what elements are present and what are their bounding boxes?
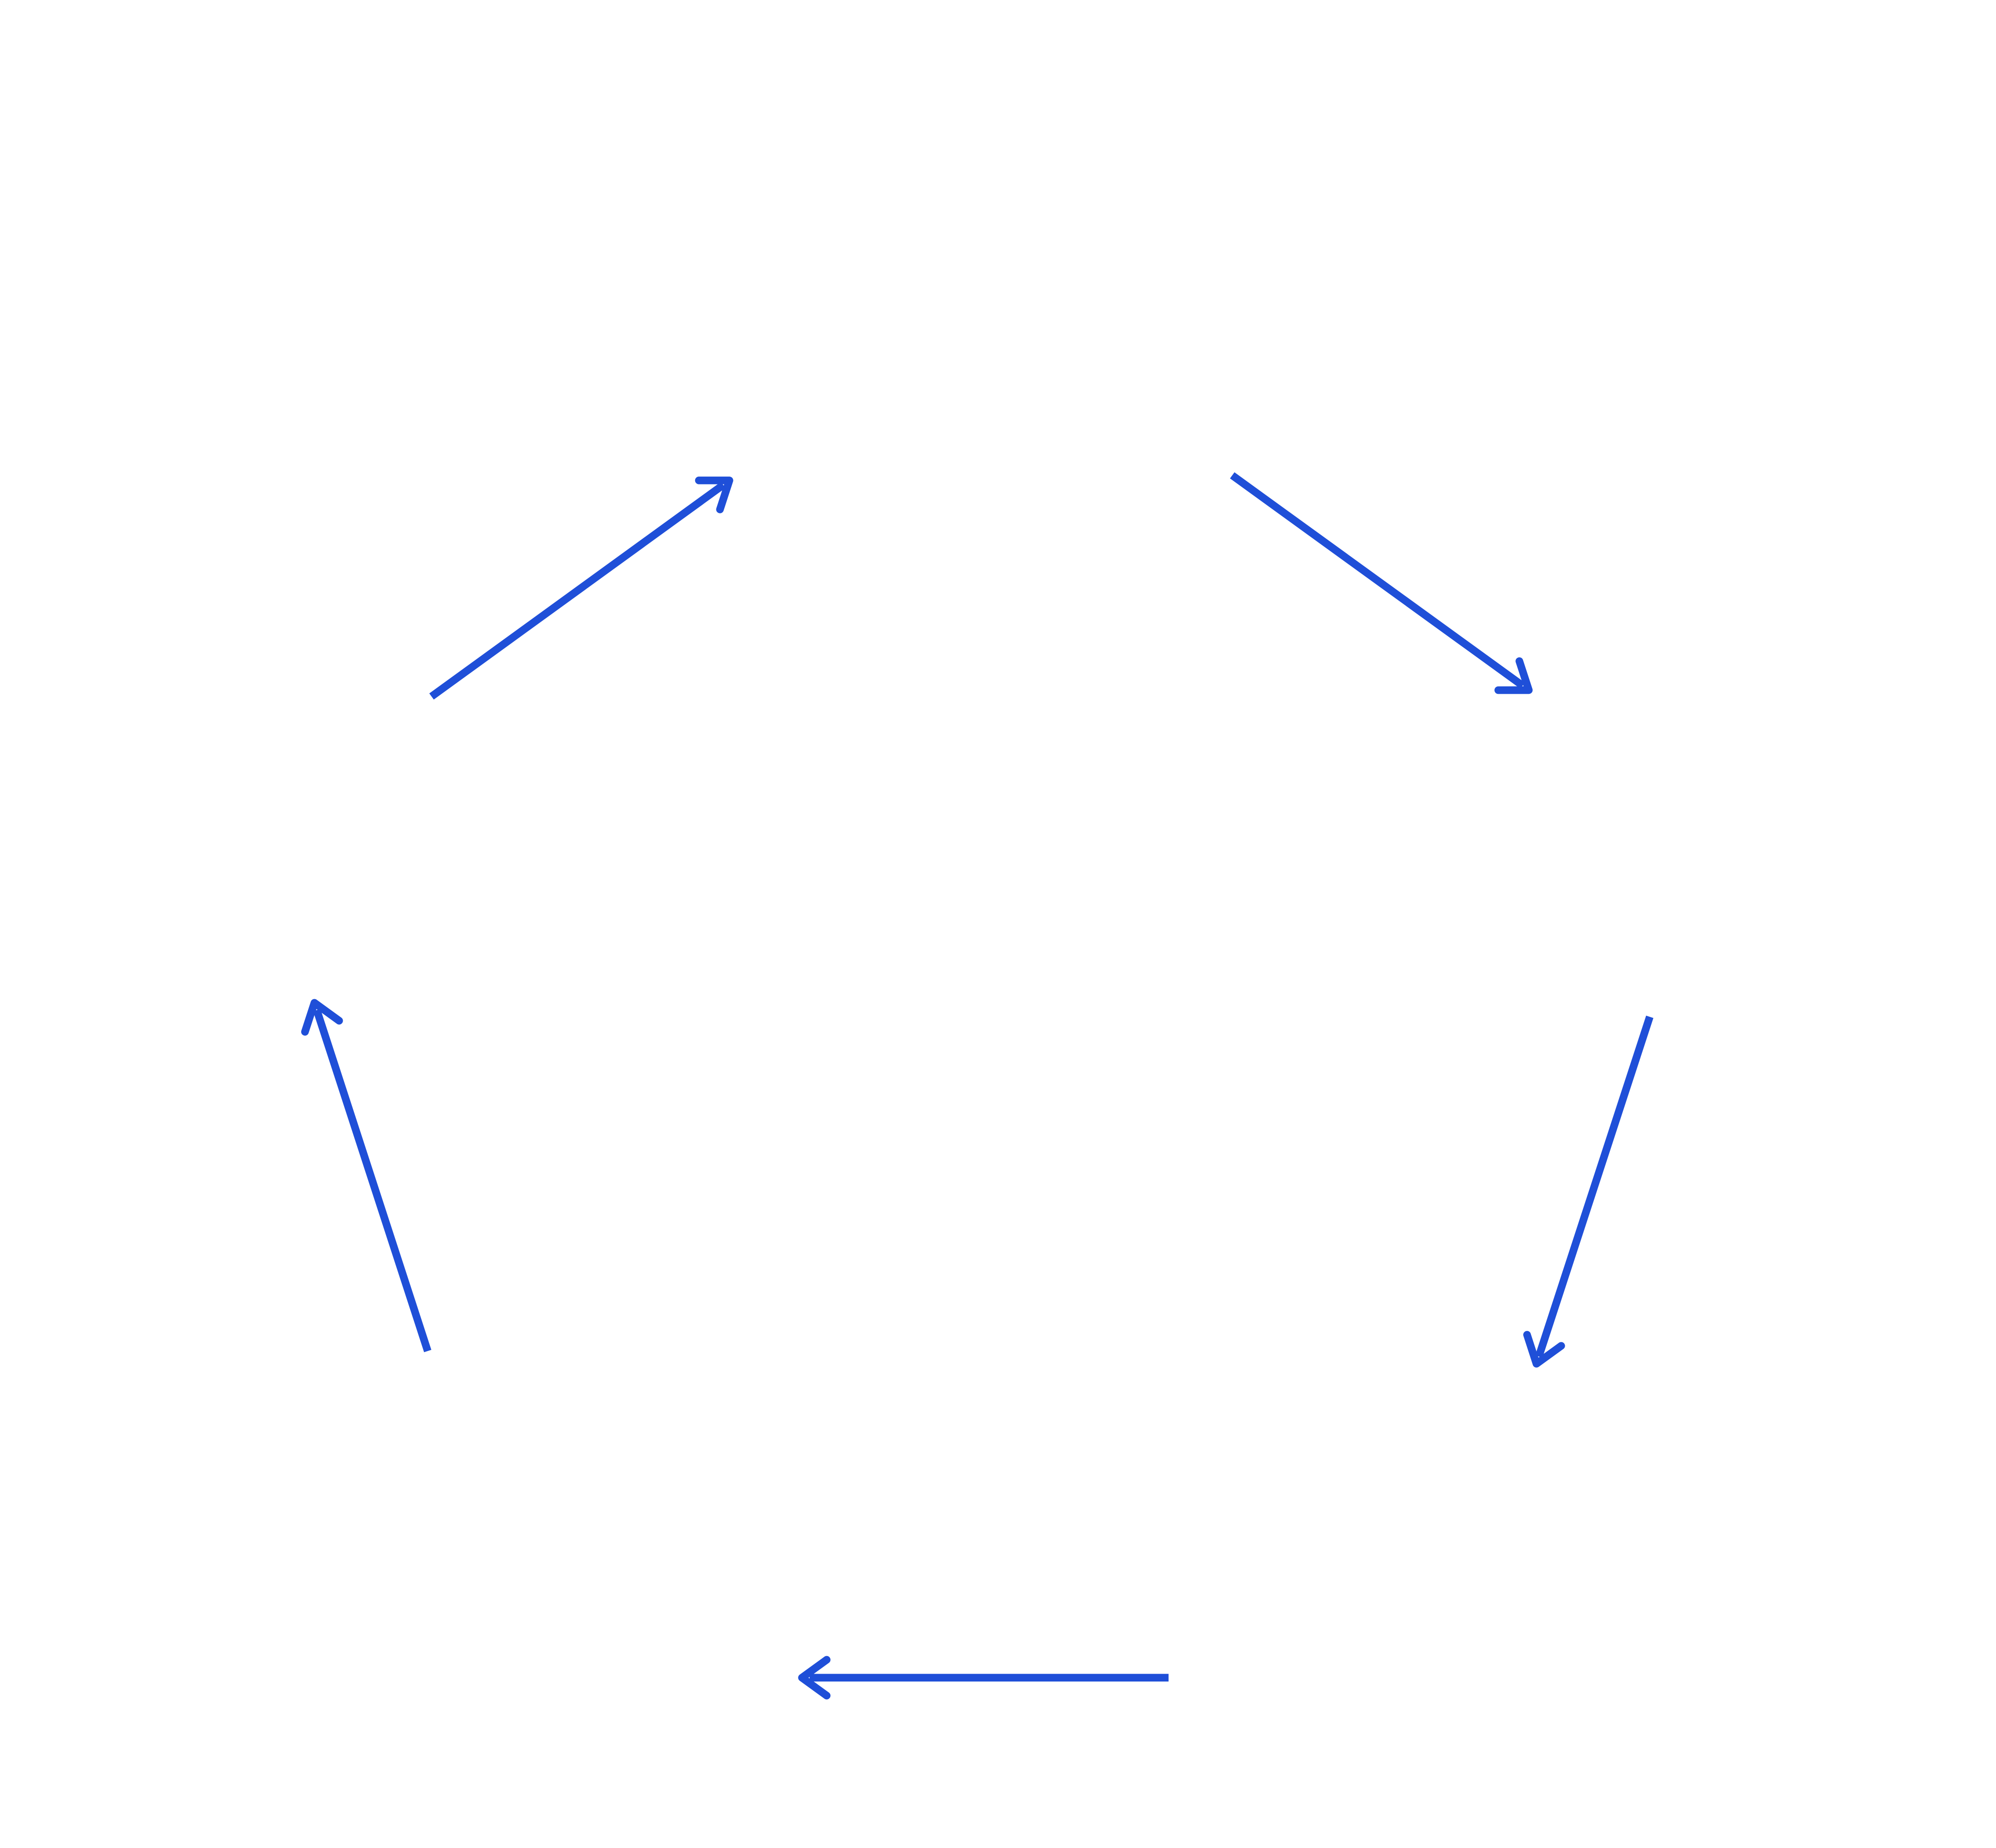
arrow-head xyxy=(695,477,733,513)
cycle-arrow-4 xyxy=(798,1656,1169,1699)
cycle-arrow-1 xyxy=(429,477,733,700)
arrow-shaft xyxy=(1230,472,1525,689)
arrow-shaft xyxy=(313,1008,432,1353)
arrow-head xyxy=(1494,657,1533,694)
arrow-shaft xyxy=(429,482,726,700)
cycle-arrow-2 xyxy=(1230,472,1533,694)
arrow-shaft xyxy=(1535,1015,1654,1358)
arrow-head xyxy=(301,999,343,1036)
cycle-arrow-3 xyxy=(1523,1015,1654,1368)
arrow-head xyxy=(798,1656,831,1699)
arrow-layer xyxy=(301,472,1654,1699)
arrow-head xyxy=(1523,1331,1565,1368)
cycle-arrow-5 xyxy=(301,999,432,1353)
